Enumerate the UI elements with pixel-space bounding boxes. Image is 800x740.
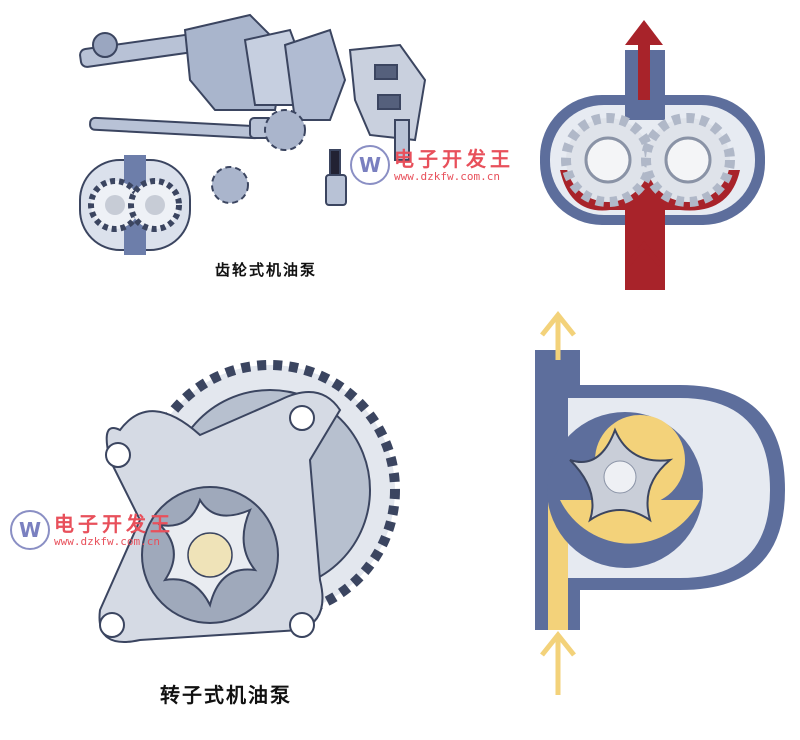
watermark-top: W 电子开发王 www.dzkfw.com.cn (350, 145, 514, 185)
outflow-arrow-icon (540, 310, 576, 360)
watermark-logo: W (350, 145, 390, 185)
outflow-arrow-icon (625, 20, 663, 100)
rotor-pump-caption: 转子式机油泵 (160, 683, 292, 707)
watermark-url: www.dzkfw.com.cn (54, 534, 160, 548)
watermark-bottom: W 电子开发王 www.dzkfw.com.cn (10, 510, 174, 550)
inflow-arrow-icon (540, 630, 576, 695)
gear-pump-section-small (79, 155, 191, 255)
gear-pump-exploded-illustration (79, 13, 427, 255)
watermark-name: 电子开发王 (54, 511, 174, 536)
gear-pump-caption: 齿轮式机油泵 (215, 261, 318, 279)
watermark-url: www.dzkfw.com.cn (394, 169, 500, 183)
inflow-arrow-icon (626, 240, 662, 290)
watermark-name: 电子开发王 (394, 146, 514, 171)
rotor-pump-illustration (98, 360, 400, 643)
gear-pump-flow-diagram (540, 20, 765, 290)
rotor-pump-flow-diagram (535, 310, 785, 695)
watermark-logo: W (10, 510, 50, 550)
